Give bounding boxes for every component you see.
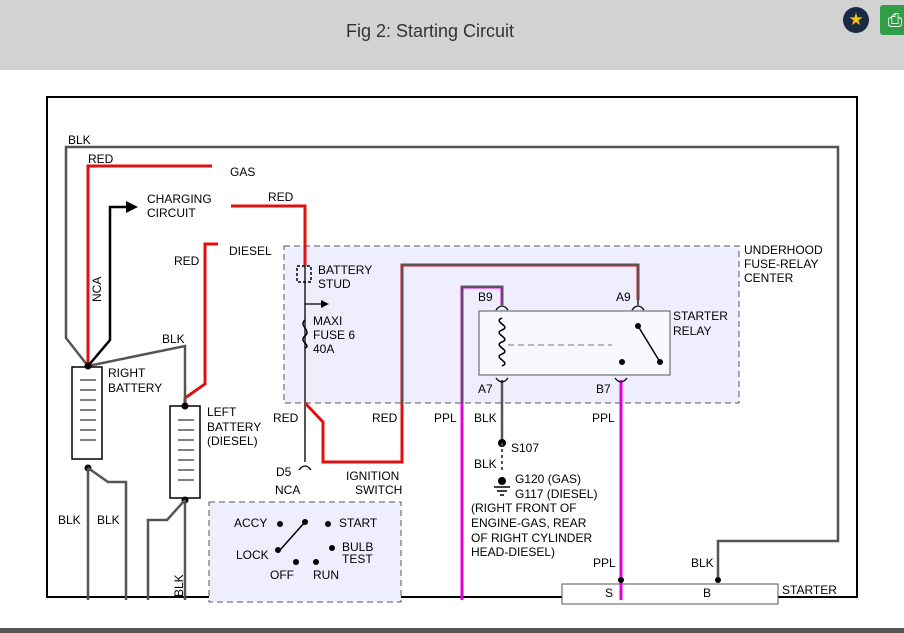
label-red-ign-1: RED (273, 411, 299, 425)
favorite-star-icon[interactable]: ★ (843, 7, 869, 33)
label-blk-vert: BLK (172, 574, 186, 597)
battery-stud (296, 265, 312, 283)
label-ground-note-3: OF RIGHT CYLINDER (471, 531, 592, 545)
label-a9: A9 (616, 290, 631, 304)
left-battery (169, 405, 201, 499)
label-s107: S107 (511, 441, 539, 455)
blk-left-battery-wire (87, 344, 187, 406)
label-ground-note-1: (RIGHT FRONT OF (471, 501, 577, 515)
blk-top-wire (64, 145, 840, 582)
label-b7: B7 (596, 382, 611, 396)
label-right-battery-1: RIGHT (108, 366, 146, 380)
label-blk-top: BLK (68, 133, 91, 147)
label-start: START (339, 516, 378, 530)
label-diesel: DIESEL (229, 244, 272, 258)
nca-wire (87, 205, 130, 367)
label-off: OFF (270, 568, 294, 582)
label-starter-relay-2: RELAY (673, 324, 711, 338)
ignition-switch-box (208, 501, 402, 603)
red-charging-wire (231, 204, 307, 266)
label-gas: GAS (230, 165, 255, 179)
label-bulb-2: TEST (342, 552, 373, 566)
label-blk-b1: BLK (58, 513, 81, 527)
label-starter-relay-1: STARTER (673, 309, 728, 323)
label-left-battery-1: LEFT (207, 405, 237, 419)
ground-g120-symbol (494, 477, 510, 496)
label-bulb-1: BULB (342, 540, 373, 554)
red-gas-wire (86, 164, 212, 366)
label-b9: B9 (478, 290, 493, 304)
label-maxi-1: MAXI (313, 314, 342, 328)
starter-relay-box (478, 310, 671, 376)
starter-box (561, 583, 779, 605)
label-b-term: B (703, 586, 711, 600)
label-blk-left: BLK (162, 332, 185, 346)
label-red-diesel: RED (174, 254, 200, 268)
label-ignition-1: IGNITION (346, 469, 399, 483)
bottom-border (0, 628, 904, 633)
label-starter: STARTER (782, 583, 837, 597)
label-g120: G120 (GAS) (515, 472, 581, 486)
label-ppl-2: PPL (592, 411, 615, 425)
label-red-top: RED (88, 152, 114, 166)
label-battery-stud-2: STUD (318, 277, 351, 291)
stud-arrow (321, 300, 329, 308)
label-accy: ACCY (234, 516, 267, 530)
label-ground-note-2: ENGINE-GAS, REAR (471, 516, 587, 530)
label-charging-1: CHARGING (147, 192, 212, 206)
label-lock: LOCK (236, 548, 269, 562)
print-icon[interactable]: ⎙ (880, 5, 904, 35)
label-red-charging: RED (268, 190, 294, 204)
label-blk-starter: BLK (691, 556, 714, 570)
maxi-fuse-6 (302, 319, 308, 349)
label-red-ign-2: RED (372, 411, 398, 425)
label-ppl-3: PPL (593, 556, 616, 570)
page-title: Fig 2: Starting Circuit (345, 21, 515, 41)
label-nca-vertical: NCA (90, 277, 104, 302)
label-underhood-3: CENTER (744, 271, 794, 285)
title-bar: Fig 2: Starting Circuit ★ ⎙ (0, 0, 904, 70)
charging-arrow (126, 201, 138, 213)
label-charging-2: CIRCUIT (147, 206, 196, 220)
label-underhood-2: FUSE-RELAY (744, 257, 818, 271)
label-left-battery-3: (DIESEL) (207, 434, 258, 448)
label-blk-relay: BLK (474, 411, 497, 425)
label-maxi-2: FUSE 6 (313, 328, 355, 342)
label-ignition-2: SWITCH (355, 483, 402, 497)
label-nca-d5: NCA (275, 483, 300, 497)
relay-coil (498, 317, 506, 367)
label-s-term: S (605, 586, 613, 600)
label-g117: G117 (DIESEL) (515, 487, 597, 501)
label-a7: A7 (478, 382, 493, 396)
label-run: RUN (313, 568, 339, 582)
label-maxi-3: 40A (313, 342, 334, 356)
label-ground-note-4: HEAD-DIESEL) (471, 545, 555, 559)
label-d5: D5 (276, 465, 292, 479)
label-right-battery-2: BATTERY (108, 381, 162, 395)
label-blk-b2: BLK (97, 513, 120, 527)
label-ppl-1: PPL (434, 411, 457, 425)
label-blk-ground: BLK (474, 457, 497, 471)
right-battery (71, 366, 103, 460)
label-underhood-1: UNDERHOOD (744, 243, 823, 257)
label-battery-stud-1: BATTERY (318, 263, 372, 277)
label-left-battery-2: BATTERY (207, 420, 261, 434)
